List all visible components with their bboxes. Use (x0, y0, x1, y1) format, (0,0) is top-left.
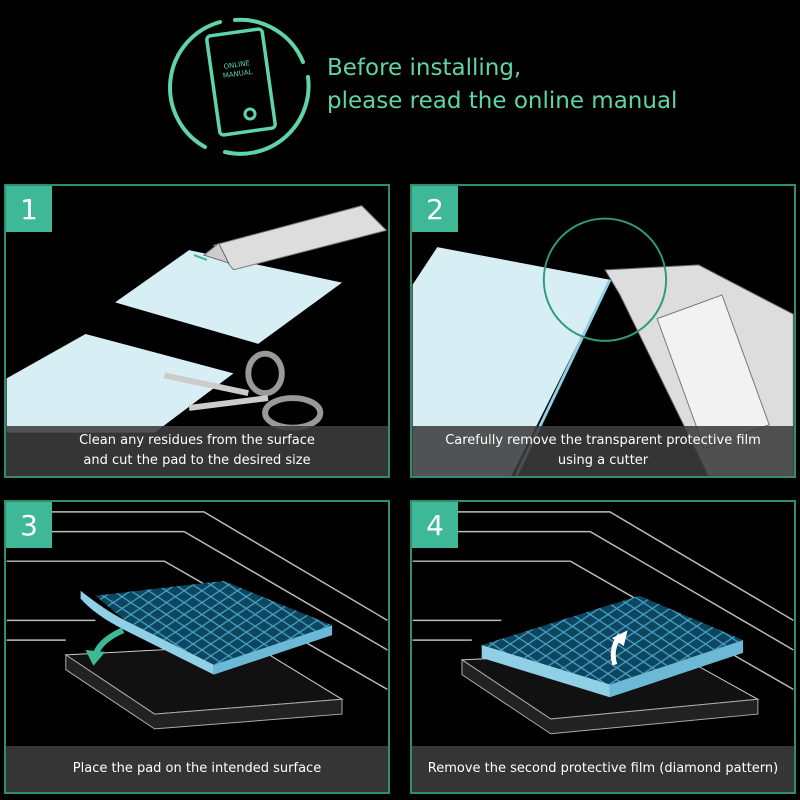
step-caption: Place the pad on the intended surface (6, 746, 388, 792)
remove-second-film-illustration (412, 511, 794, 735)
cut-pad-illustration (6, 205, 388, 433)
step-caption: Remove the second protective film (diamo… (412, 746, 794, 792)
caption-line-2: and cut the pad to the desired size (83, 453, 311, 468)
zoom-highlight-circle (542, 217, 668, 342)
caption-line-2: using a cutter (557, 453, 649, 468)
icon-text-online: ONLINE (223, 59, 250, 71)
caption-line-1: Carefully remove the transparent protect… (445, 433, 761, 448)
remove-film-illustration (412, 217, 794, 476)
title-line-1: Before installing, (327, 55, 522, 81)
step-number-badge: 1 (6, 186, 52, 232)
caption-line-1: Remove the second protective film (diamo… (427, 761, 779, 776)
caption-line-1: Place the pad on the intended surface (72, 761, 322, 776)
online-manual-phone-icon: ONLINE MANUAL (168, 17, 311, 156)
step-number-badge: 2 (412, 186, 458, 232)
page-title: Before installing, please read the onlin… (327, 52, 677, 118)
title-line-2: please read the online manual (327, 88, 678, 114)
step-caption: Clean any residues from the surface and … (6, 426, 388, 476)
step-caption: Carefully remove the transparent protect… (412, 426, 794, 476)
step-number-badge: 4 (412, 502, 458, 548)
curved-arrow-icon (92, 627, 125, 657)
step-2-panel: 2 Carefully remove the transparent prote… (410, 184, 796, 478)
step-number-badge: 3 (6, 502, 52, 548)
header: ONLINE MANUAL Before installing, please … (0, 0, 800, 180)
caption-line-1: Clean any residues from the surface (79, 433, 315, 448)
step-4-panel: 4 Remove the second protective film (dia… (410, 500, 796, 794)
scissors-icon (163, 350, 324, 431)
step-3-panel: 3 Place the pad on the intended surface (4, 500, 390, 794)
cutter-icon (193, 205, 388, 271)
place-pad-illustration (6, 511, 388, 730)
step-1-panel: 1 Clean any residues from the surface an… (4, 184, 390, 478)
